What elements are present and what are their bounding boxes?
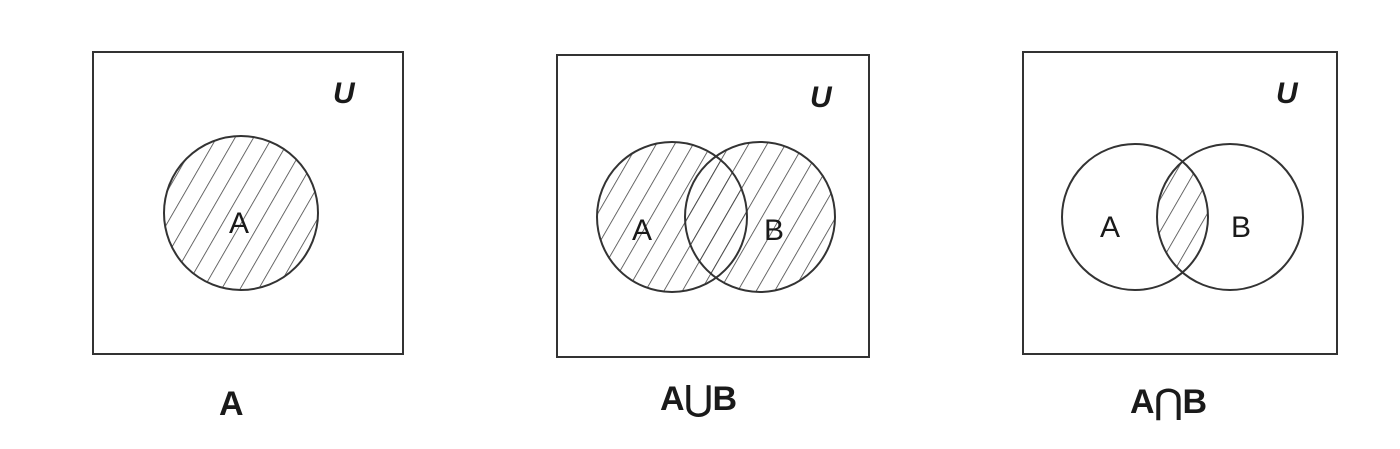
set-a-circle	[1061, 143, 1209, 291]
set-b-label: B	[764, 214, 784, 247]
set-b-shading	[685, 142, 835, 292]
universe-box	[92, 51, 404, 355]
diagram-caption: A⋃B	[660, 380, 737, 418]
venn-union: U A B A⋃B	[556, 54, 870, 418]
universe-label: U	[1276, 77, 1299, 110]
venn-set-a: U A A	[92, 51, 404, 423]
set-b-circle	[684, 141, 836, 293]
set-a-label: A	[229, 207, 249, 240]
universe-box	[556, 54, 870, 358]
set-a-label: A	[1100, 211, 1120, 244]
venn-intersection: U A B A⋂B	[1022, 51, 1338, 421]
diagram-caption: A⋂B	[1130, 383, 1207, 421]
diagram-caption: A	[219, 385, 244, 423]
set-a-circle	[163, 135, 319, 291]
intersection-shading	[1157, 144, 1208, 290]
universe-label: U	[810, 81, 833, 114]
set-b-circle	[1156, 143, 1304, 291]
set-a-circle	[596, 141, 748, 293]
set-b-label: B	[1231, 211, 1251, 244]
universe-box	[1022, 51, 1338, 355]
set-a-label: A	[632, 214, 652, 247]
universe-label: U	[333, 77, 356, 110]
